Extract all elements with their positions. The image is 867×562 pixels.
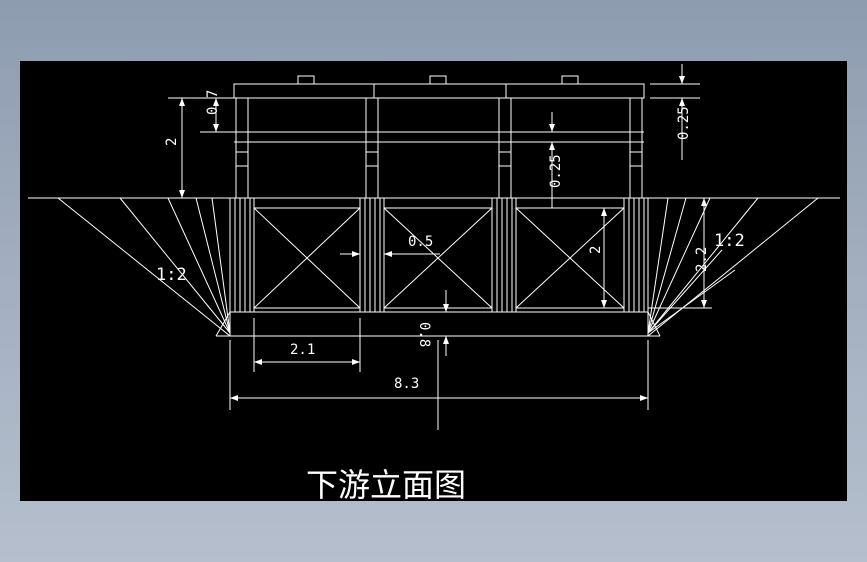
dim-0-25-right: 0.25 <box>676 106 692 140</box>
dim-0-5: 0.5 <box>408 234 433 250</box>
gate-bays <box>253 207 625 309</box>
left-slope-line <box>57 197 231 337</box>
piers <box>229 197 649 313</box>
slope-ratio-right: 1:2 <box>714 231 745 251</box>
base-slab <box>229 311 649 337</box>
drawing-title: 下游立面图 <box>306 466 466 504</box>
top-block-1 <box>297 75 315 85</box>
drawing-linework <box>28 64 840 430</box>
dim-2-left: 2 <box>164 138 180 146</box>
dim-0-8: 0.8 <box>416 322 432 347</box>
dim-0-7: 0.7 <box>205 90 221 115</box>
dim-8-3: 8.3 <box>394 376 419 392</box>
dim-2-1: 2.1 <box>290 342 315 358</box>
dim-0-25-inner: 0.25 <box>548 154 564 188</box>
upper-posts <box>235 97 643 199</box>
dim-2-2: 2.2 <box>694 247 710 272</box>
deck-beam <box>233 83 645 99</box>
dim-2-inner: 2 <box>588 246 604 254</box>
arrowheads <box>179 76 707 401</box>
top-block-2 <box>429 75 447 85</box>
right-slope-line <box>647 197 819 337</box>
top-block-3 <box>561 75 579 85</box>
right-fan-lines <box>647 197 759 334</box>
cad-drawing-canvas: 0.7 2 0.25 0.25 0.5 2 0.8 2.1 8.3 2.2 1:… <box>20 61 847 504</box>
slope-ratio-left: 1:2 <box>156 265 187 285</box>
left-fan-lines <box>119 197 231 334</box>
